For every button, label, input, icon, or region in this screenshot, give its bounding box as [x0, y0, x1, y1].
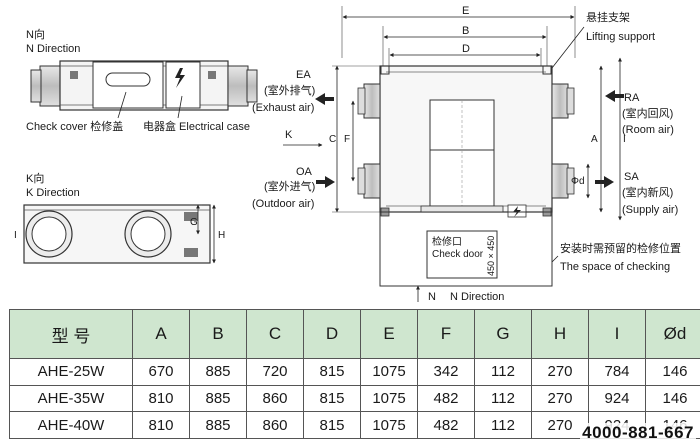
plan-sa-duct	[552, 164, 568, 198]
ra-code: RA	[624, 92, 640, 104]
n-view-electrical-box-label: 电器盒 Electrical case	[143, 119, 250, 133]
spec-header-model: 型 号	[10, 310, 133, 359]
sa-arrow-icon	[595, 176, 614, 188]
n-direction-arrow-label: N	[428, 291, 436, 303]
k-view-label-cn: K向	[26, 171, 44, 185]
plan-dim-c: C	[329, 134, 336, 145]
n-direction-view: N向 N Direction Check cover 检修盖 电器盒 Elect…	[26, 27, 257, 133]
spec-cell-value: 270	[532, 359, 589, 386]
spec-cell-value: 810	[133, 412, 190, 439]
spec-header-D: D	[304, 310, 361, 359]
n-view-right-collar	[228, 66, 248, 106]
plan-view: E B D 悬挂支架 Lifting support	[252, 5, 681, 303]
spec-cell-model: AHE-35W	[10, 385, 133, 412]
check-door-size: 450 × 450	[486, 236, 496, 276]
spec-cell-value: 784	[589, 359, 646, 386]
lifting-support-en: Lifting support	[586, 31, 655, 43]
spec-cell-value: 670	[133, 359, 190, 386]
spec-cell-value: 112	[475, 412, 532, 439]
spec-cell-value: 885	[190, 412, 247, 439]
spec-cell-value: 112	[475, 385, 532, 412]
oa-code: OA	[296, 166, 313, 178]
lifting-support-cn: 悬挂支架	[586, 10, 630, 24]
plan-dim-a: A	[591, 134, 598, 145]
k-direction-view: K向 K Direction G H I	[14, 171, 225, 263]
spec-cell-value: 482	[418, 385, 475, 412]
n-view-left-collar	[40, 66, 60, 106]
spec-cell-value: 815	[304, 359, 361, 386]
n-view-label-en: N Direction	[26, 43, 80, 55]
spec-cell-value: 815	[304, 412, 361, 439]
plan-dim-b: B	[462, 25, 469, 37]
service-space-cn: 安装时需预留的检修位置	[560, 241, 681, 255]
spec-header-B: B	[190, 310, 247, 359]
k-view-dim-h: H	[218, 230, 225, 241]
spec-header-H: H	[532, 310, 589, 359]
spec-cell-value: 810	[133, 385, 190, 412]
sa-cn: (室内新风)	[622, 185, 673, 199]
ea-arrow-icon	[315, 93, 334, 105]
spec-cell-model: AHE-25W	[10, 359, 133, 386]
spec-header-C: C	[247, 310, 304, 359]
ea-cn: (室外排气)	[264, 83, 315, 97]
spec-cell-value: 1075	[361, 359, 418, 386]
spec-cell-value: 1075	[361, 412, 418, 439]
spec-cell-value: 146	[646, 385, 700, 412]
spec-cell-value: 815	[304, 385, 361, 412]
spec-header-E: E	[361, 310, 418, 359]
plan-ea-duct	[364, 84, 380, 118]
oa-cn: (室外进气)	[264, 179, 315, 193]
ea-en: (Exhaust air)	[252, 102, 314, 114]
oa-arrow-icon	[316, 176, 335, 188]
spec-cell-value: 342	[418, 359, 475, 386]
spec-cell-value: 146	[646, 359, 700, 386]
spec-cell-value: 924	[589, 385, 646, 412]
plan-dim-f: F	[344, 134, 350, 145]
service-space-en: The space of checking	[560, 261, 670, 273]
spec-cell-value: 860	[247, 412, 304, 439]
spec-cell-value: 112	[475, 359, 532, 386]
spec-cell-value: 482	[418, 412, 475, 439]
check-door-cn: 检修口	[432, 235, 462, 248]
spec-cell-value: 720	[247, 359, 304, 386]
hotline-number: 4000-881-667	[580, 423, 696, 443]
spec-cell-value: 885	[190, 359, 247, 386]
ra-en: (Room air)	[622, 124, 674, 136]
n-view-label-cn: N向	[26, 27, 45, 41]
spec-cell-value: 860	[247, 385, 304, 412]
ra-arrow-icon	[605, 90, 624, 102]
n-view-check-cover-label: Check cover 检修盖	[26, 119, 123, 133]
spec-header-F: F	[418, 310, 475, 359]
oa-en: (Outdoor air)	[252, 198, 314, 210]
plan-ra-duct	[552, 84, 568, 118]
spec-header-G: G	[475, 310, 532, 359]
k-view-label-en: K Direction	[26, 187, 80, 199]
plan-oa-duct	[364, 164, 380, 198]
sa-en: (Supply air)	[622, 204, 678, 216]
n-view-electrical-box	[166, 62, 200, 108]
spec-cell-model: AHE-40W	[10, 412, 133, 439]
installation-dimension-drawing: N向 N Direction Check cover 检修盖 电器盒 Elect…	[0, 0, 700, 306]
spec-header-Ød: Ød	[646, 310, 700, 359]
plan-dim-e: E	[462, 5, 469, 17]
spec-cell-value: 270	[532, 385, 589, 412]
n-direction-label: N Direction	[450, 291, 504, 303]
k-direction-arrow-label: K	[285, 129, 293, 141]
k-view-dim-g: G	[190, 217, 198, 228]
sa-code: SA	[624, 171, 639, 183]
plan-dim-d: D	[462, 43, 470, 55]
spec-cell-value: 885	[190, 385, 247, 412]
ra-cn: (室内回风)	[622, 106, 673, 120]
ea-code: EA	[296, 69, 311, 81]
plan-dim-phid: Φd	[571, 176, 585, 187]
check-door-en: Check door	[432, 249, 484, 260]
spec-header-A: A	[133, 310, 190, 359]
spec-cell-value: 1075	[361, 385, 418, 412]
k-view-dim-i: I	[14, 230, 17, 241]
spec-header-I: I	[589, 310, 646, 359]
